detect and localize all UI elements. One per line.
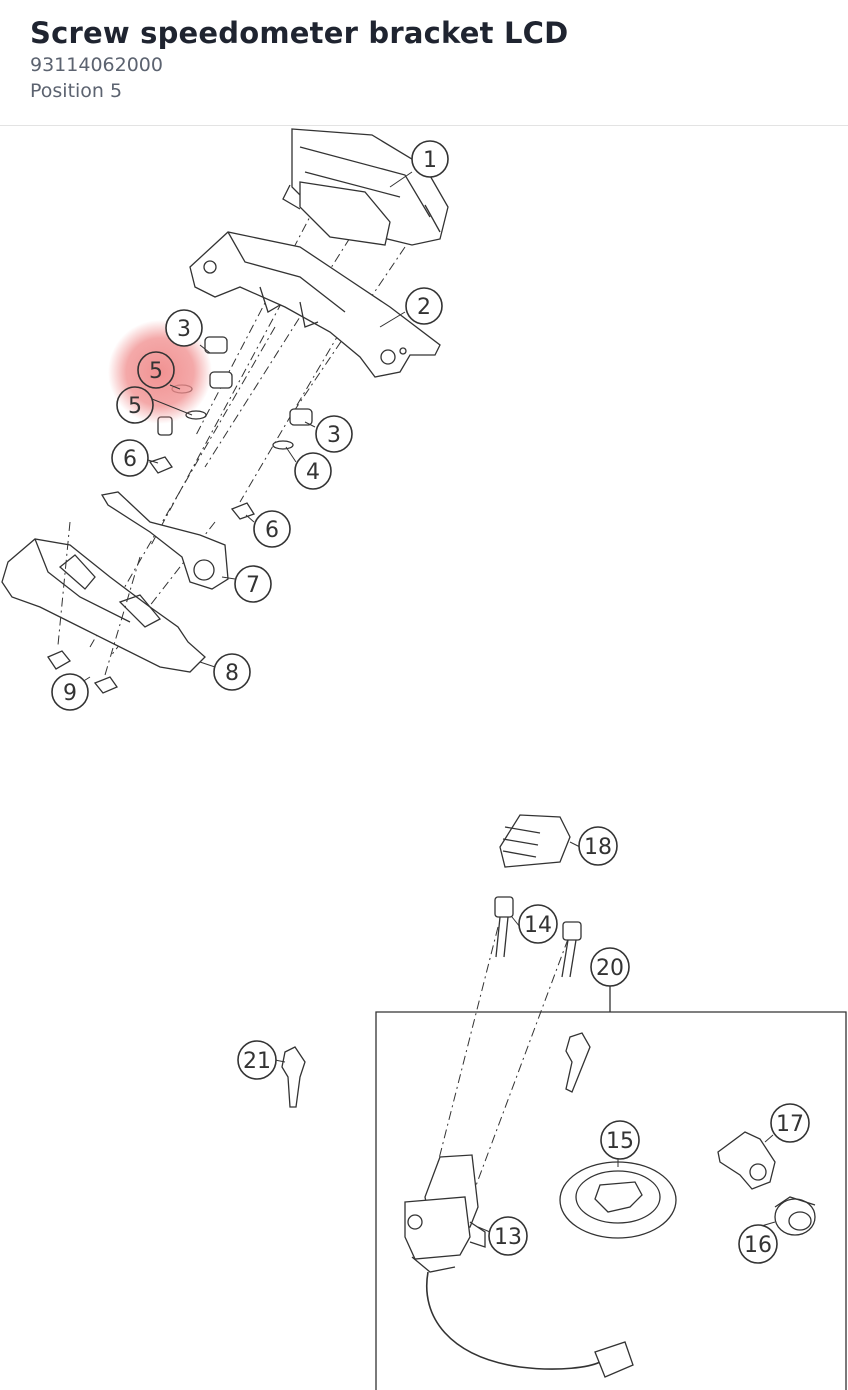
callout-3[interactable]: 3 bbox=[315, 415, 353, 453]
svg-text:4: 4 bbox=[306, 460, 320, 485]
callouts: 1 2 3 5 5 6 3 4 6 7 8 9 18 14 20 21 15 1… bbox=[51, 140, 810, 1264]
callout-6[interactable]: 6 bbox=[111, 439, 149, 477]
ignition-lock-part-13 bbox=[404, 1154, 634, 1378]
svg-text:6: 6 bbox=[123, 447, 137, 472]
callout-8[interactable]: 8 bbox=[213, 653, 251, 691]
svg-text:13: 13 bbox=[494, 1225, 522, 1250]
callout-9[interactable]: 9 bbox=[51, 673, 89, 711]
assembly-lines-lower bbox=[427, 926, 569, 1208]
lock-cylinder-part-16 bbox=[774, 1196, 816, 1236]
part-position: Position 5 bbox=[30, 80, 123, 102]
callout-3[interactable]: 3 bbox=[165, 309, 203, 347]
screw-left bbox=[148, 416, 173, 474]
callout-5[interactable]: 5 bbox=[137, 351, 175, 389]
callout-4[interactable]: 4 bbox=[294, 452, 332, 490]
cover-part-18 bbox=[499, 814, 571, 868]
callout-14[interactable]: 14 bbox=[518, 904, 558, 944]
bracket-frame-20 bbox=[375, 985, 847, 1390]
callout-21[interactable]: 21 bbox=[237, 1040, 277, 1080]
svg-text:17: 17 bbox=[776, 1112, 804, 1137]
svg-text:7: 7 bbox=[246, 573, 260, 598]
bracket-part-17 bbox=[717, 1131, 776, 1190]
svg-text:5: 5 bbox=[128, 394, 142, 419]
callout-16[interactable]: 16 bbox=[738, 1224, 778, 1264]
svg-text:20: 20 bbox=[596, 956, 624, 981]
callout-18[interactable]: 18 bbox=[578, 826, 618, 866]
svg-text:3: 3 bbox=[327, 423, 341, 448]
svg-text:9: 9 bbox=[63, 681, 77, 706]
callout-2[interactable]: 2 bbox=[405, 287, 443, 325]
screw-bottom bbox=[47, 521, 141, 694]
svg-text:15: 15 bbox=[606, 1129, 634, 1154]
svg-text:16: 16 bbox=[744, 1233, 772, 1258]
key-part-21 bbox=[281, 1046, 306, 1108]
exploded-parts-diagram: 1 2 3 5 5 6 3 4 6 7 8 9 18 14 20 21 15 1… bbox=[0, 127, 848, 1390]
svg-text:2: 2 bbox=[417, 295, 431, 320]
mounting-plate-part bbox=[100, 491, 229, 590]
svg-text:3: 3 bbox=[177, 317, 191, 342]
callout-7[interactable]: 7 bbox=[234, 565, 272, 603]
rubber-bushing-left bbox=[204, 336, 233, 389]
svg-text:6: 6 bbox=[265, 518, 279, 543]
svg-text:8: 8 bbox=[225, 661, 239, 686]
part-title: Screw speedometer bracket LCD bbox=[30, 16, 569, 50]
callout-13[interactable]: 13 bbox=[488, 1216, 528, 1256]
part-number: 93114062000 bbox=[30, 54, 163, 76]
svg-text:5: 5 bbox=[149, 359, 163, 384]
key-in-set bbox=[565, 1032, 591, 1093]
speedometer-lcd-part bbox=[282, 128, 449, 246]
callout-6[interactable]: 6 bbox=[253, 510, 291, 548]
callout-20[interactable]: 20 bbox=[590, 947, 630, 987]
fuel-cap-part-15 bbox=[559, 1161, 677, 1239]
svg-text:21: 21 bbox=[243, 1049, 271, 1074]
speedometer-bracket-part bbox=[189, 231, 441, 378]
screw-part-14 bbox=[494, 896, 582, 978]
svg-text:14: 14 bbox=[524, 913, 552, 938]
callout-5[interactable]: 5 bbox=[116, 386, 154, 424]
svg-text:1: 1 bbox=[423, 148, 437, 173]
lower-cover-part bbox=[1, 538, 206, 673]
screw-right bbox=[230, 502, 255, 520]
part-header: Screw speedometer bracket LCD 9311406200… bbox=[0, 0, 848, 126]
callout-15[interactable]: 15 bbox=[600, 1120, 640, 1160]
rubber-bushing-right bbox=[289, 408, 313, 426]
washer-right bbox=[272, 440, 294, 450]
callout-17[interactable]: 17 bbox=[770, 1103, 810, 1143]
callout-1[interactable]: 1 bbox=[411, 140, 449, 178]
svg-text:18: 18 bbox=[584, 835, 612, 860]
